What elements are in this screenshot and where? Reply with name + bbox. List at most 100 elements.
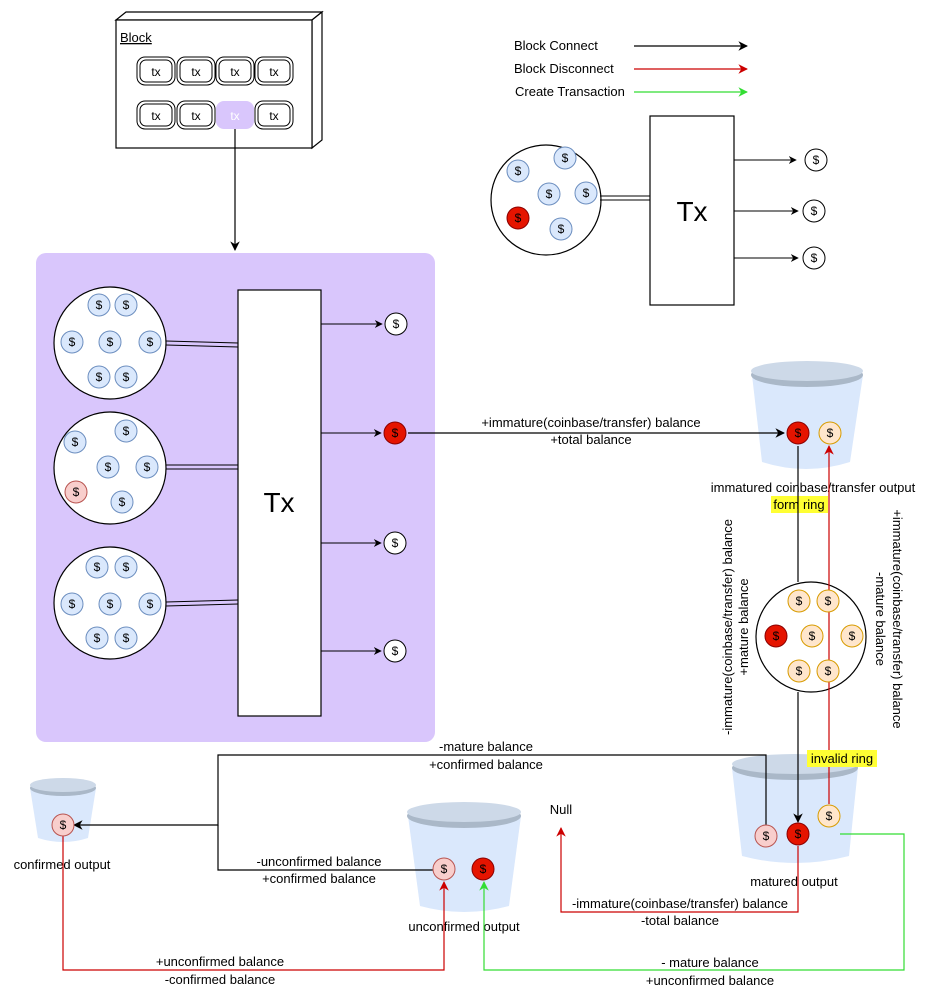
- null-label: Null: [550, 802, 573, 817]
- flow-label: -immature(coinbase/transfer) balance: [720, 519, 735, 735]
- tx-chip: tx: [215, 56, 255, 86]
- blue-coin-icon: $: [98, 330, 122, 354]
- unconfirmed-bucket: [407, 802, 521, 912]
- svg-text:tx: tx: [151, 109, 160, 123]
- blue-coin-icon: $: [574, 181, 598, 205]
- matured-bucket-label: matured output: [750, 874, 838, 889]
- output-coin-icon: $: [802, 199, 826, 223]
- svg-text:$: $: [811, 204, 818, 218]
- flow-label: - mature balance: [661, 955, 759, 970]
- unconfirm-flow-arrow: [62, 836, 449, 971]
- svg-text:$: $: [123, 631, 130, 645]
- svg-text:$: $: [480, 862, 487, 876]
- tx-label: Tx: [263, 487, 294, 518]
- tx-chip: tx: [254, 100, 294, 130]
- invalid-ring-highlight: [807, 750, 877, 767]
- svg-text:$: $: [119, 495, 126, 509]
- red-coin-icon: $: [786, 822, 810, 846]
- svg-text:$: $: [69, 335, 76, 349]
- unconfirmed-confirm-line: [217, 825, 444, 871]
- pink-coin-icon: $: [432, 857, 456, 881]
- svg-text:$: $: [123, 370, 130, 384]
- create-tx-flow-arrow: [479, 833, 905, 971]
- tx-box: [649, 115, 735, 306]
- orange-coin-icon: $: [787, 589, 811, 613]
- immature-bucket: [751, 361, 863, 469]
- blue-coin-icon: $: [114, 365, 138, 389]
- red-coin-icon: $: [506, 206, 530, 230]
- tx-chip-selected: tx: [216, 101, 254, 129]
- flow-label: +unconfirmed balance: [646, 973, 774, 988]
- flow-label: -mature balance: [873, 572, 888, 666]
- form-ring-label: form ring: [773, 497, 824, 512]
- orange-coin-icon: $: [800, 624, 824, 648]
- svg-text:$: $: [94, 631, 101, 645]
- blue-coin-icon: $: [110, 490, 134, 514]
- blue-coin-icon: $: [138, 592, 162, 616]
- svg-text:$: $: [795, 426, 802, 440]
- blue-coin-icon: $: [87, 293, 111, 317]
- blue-coin-icon: $: [60, 592, 84, 616]
- svg-text:$: $: [107, 597, 114, 611]
- svg-text:$: $: [144, 460, 151, 474]
- blue-coin-icon: $: [506, 159, 530, 183]
- svg-text:$: $: [123, 424, 130, 438]
- svg-text:$: $: [105, 460, 112, 474]
- tx-chip: tx: [136, 56, 176, 86]
- red-coin-icon: $: [764, 624, 788, 648]
- confirm-flow-arrow: [73, 754, 767, 830]
- blue-coin-icon: $: [114, 626, 138, 650]
- confirmed-bucket-label: confirmed output: [14, 857, 111, 872]
- svg-text:$: $: [94, 560, 101, 574]
- flow-label: +immature(coinbase/transfer) balance: [481, 415, 700, 430]
- output-coin-icon: $: [383, 531, 407, 555]
- flow-label: -total balance: [641, 913, 719, 928]
- blue-coin-icon: $: [114, 293, 138, 317]
- flow-label: +unconfirmed balance: [156, 954, 284, 969]
- blue-coin-icon: $: [114, 419, 138, 443]
- blue-coin-icon: $: [96, 455, 120, 479]
- svg-text:$: $: [546, 187, 553, 201]
- orange-coin-icon: $: [840, 624, 864, 648]
- blue-coin-icon: $: [537, 182, 561, 206]
- svg-text:$: $: [393, 317, 400, 331]
- tx-label: Tx: [676, 196, 707, 227]
- orange-coin-icon: $: [787, 659, 811, 683]
- legend-label: Block Disconnect: [514, 61, 614, 76]
- legend: Block Connect Block Disconnect Create Tr…: [514, 38, 748, 99]
- legend-label: Block Connect: [514, 38, 598, 53]
- matured-bucket: [732, 754, 858, 863]
- svg-text:tx: tx: [269, 109, 278, 123]
- flow-label: +mature balance: [736, 578, 751, 675]
- orange-coin-icon: $: [818, 421, 842, 445]
- legend-label: Create Transaction: [515, 84, 625, 99]
- svg-text:$: $: [813, 153, 820, 167]
- svg-text:$: $: [825, 664, 832, 678]
- immature-bucket-label: immatured coinbase/transfer output: [711, 480, 916, 495]
- orange-coin-icon: $: [816, 659, 840, 683]
- svg-text:$: $: [763, 829, 770, 843]
- svg-text:$: $: [147, 597, 154, 611]
- tx-chip: tx: [136, 100, 176, 130]
- block-box: Block tx tx tx tx tx tx tx tx: [114, 10, 324, 150]
- svg-text:tx: tx: [151, 65, 160, 79]
- svg-text:$: $: [827, 426, 834, 440]
- blue-coin-icon: $: [553, 146, 577, 170]
- svg-text:tx: tx: [230, 65, 239, 79]
- blue-coin-icon: $: [87, 365, 111, 389]
- example-transaction: Tx: [490, 115, 799, 306]
- orange-coin-icon: $: [817, 804, 841, 828]
- invalid-ring-label: invalid ring: [811, 751, 873, 766]
- svg-text:tx: tx: [230, 109, 239, 123]
- tx-chip: tx: [176, 100, 216, 130]
- output-coin-icon: $: [804, 148, 828, 172]
- flow-label: +total balance: [550, 432, 631, 447]
- svg-text:$: $: [849, 629, 856, 643]
- svg-text:$: $: [826, 809, 833, 823]
- svg-text:$: $: [562, 151, 569, 165]
- red-coin-icon: $: [383, 421, 407, 445]
- svg-text:$: $: [811, 251, 818, 265]
- svg-text:$: $: [73, 485, 80, 499]
- null-flow-arrow: [556, 827, 799, 913]
